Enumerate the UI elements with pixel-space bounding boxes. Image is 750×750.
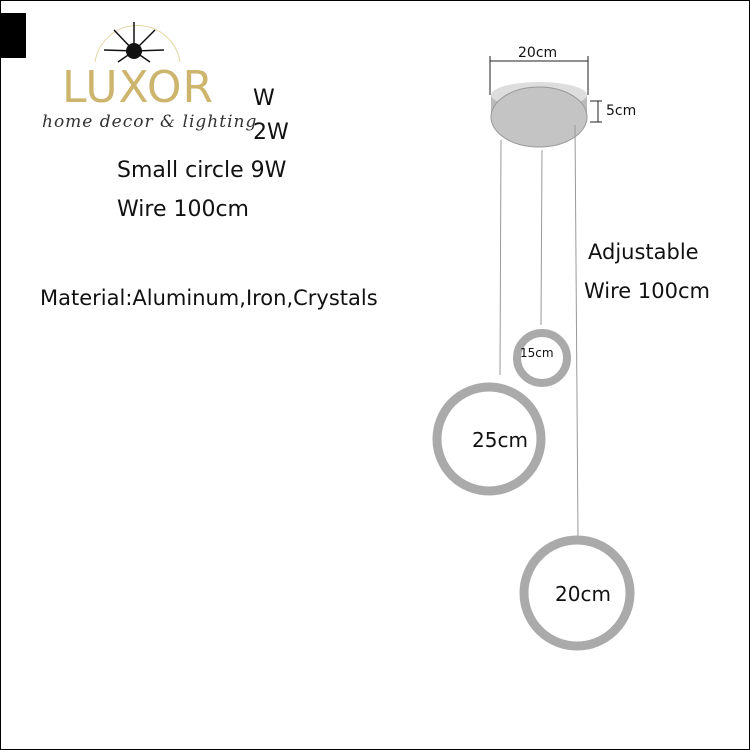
- wire-label-1: Adjustable: [588, 240, 699, 264]
- medium-ring-label: 20cm: [555, 582, 611, 606]
- spec-line-1: W: [253, 86, 275, 111]
- small-ring: [513, 329, 571, 387]
- large-ring: [432, 382, 546, 496]
- logo-emblem: [94, 22, 181, 63]
- canopy: [490, 82, 588, 148]
- wires: [499, 124, 579, 538]
- canopy-dimension: [489, 56, 602, 123]
- canopy-height-label: 5cm: [606, 103, 637, 119]
- logo-wordmark: LUXOR: [62, 62, 215, 113]
- large-ring-label: 25cm: [472, 428, 528, 452]
- medium-ring: [519, 535, 635, 651]
- corner-block: [0, 13, 26, 58]
- logo-tagline: home decor & lighting: [42, 112, 258, 132]
- small-ring-label: 15cm: [520, 346, 554, 360]
- spec-line-3: Small circle 9W: [117, 158, 287, 183]
- wire-label-2: Wire 100cm: [584, 279, 710, 303]
- material-text: Material:Aluminum,Iron,Crystals: [40, 286, 378, 310]
- canopy-width-label: 20cm: [518, 45, 558, 61]
- spec-line-2: 2W: [253, 120, 289, 145]
- rings: [432, 329, 635, 651]
- spec-line-4: Wire 100cm: [117, 197, 249, 222]
